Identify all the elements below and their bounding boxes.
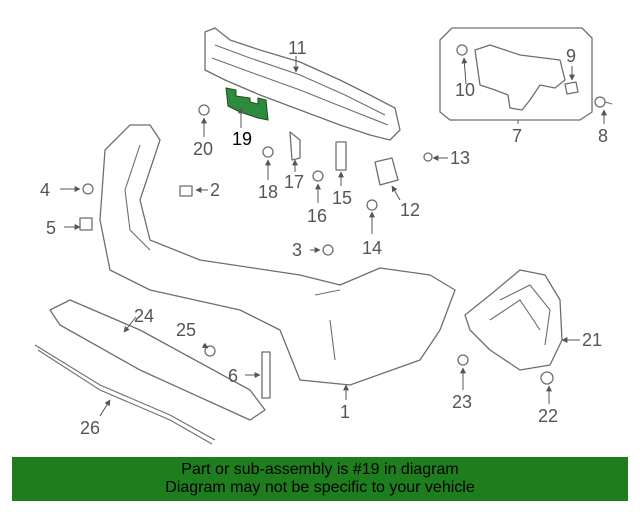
callout-19: 19 (232, 129, 252, 149)
callout-7: 7 (512, 126, 522, 146)
bumper-cover-part (99, 124, 456, 386)
fasteners (79, 104, 554, 399)
callout-10: 10 (455, 80, 475, 100)
callout-20: 20 (193, 139, 213, 159)
callout-23: 23 (452, 392, 472, 412)
leader-lines (60, 56, 607, 417)
banner-line-1: Part or sub-assembly is #19 in diagram (181, 461, 459, 478)
energy-absorber-part (464, 269, 563, 371)
info-banner: Part or sub-assembly is #19 in diagram D… (12, 457, 628, 501)
callout-15: 15 (332, 188, 352, 208)
callout-1: 1 (340, 402, 350, 422)
banner-line-2: Diagram may not be specific to your vehi… (165, 479, 475, 496)
callout-3: 3 (292, 240, 302, 260)
callout-18: 18 (258, 182, 278, 202)
callout-6: 6 (228, 366, 238, 386)
bolt-part-8 (594, 96, 613, 108)
callout-17: 17 (284, 172, 304, 192)
callout-12: 12 (400, 200, 420, 220)
callout-22: 22 (538, 406, 558, 426)
lower-molding-part (49, 299, 266, 421)
callout-4: 4 (40, 180, 50, 200)
callout-14: 14 (362, 238, 382, 258)
reinforcement-beam-part (204, 27, 401, 141)
lower-strip-part (34, 344, 216, 445)
callout-26: 26 (80, 418, 100, 438)
callout-13: 13 (450, 148, 470, 168)
callout-16: 16 (307, 206, 327, 226)
callout-2: 2 (210, 180, 220, 200)
callout-25: 25 (176, 320, 196, 340)
callout-9: 9 (566, 46, 576, 66)
callout-11: 11 (288, 38, 307, 58)
callout-8: 8 (598, 126, 608, 146)
callout-5: 5 (46, 218, 56, 238)
callout-21: 21 (582, 330, 602, 350)
callout-24: 24 (134, 306, 154, 326)
bracket-assembly-box (439, 27, 593, 121)
